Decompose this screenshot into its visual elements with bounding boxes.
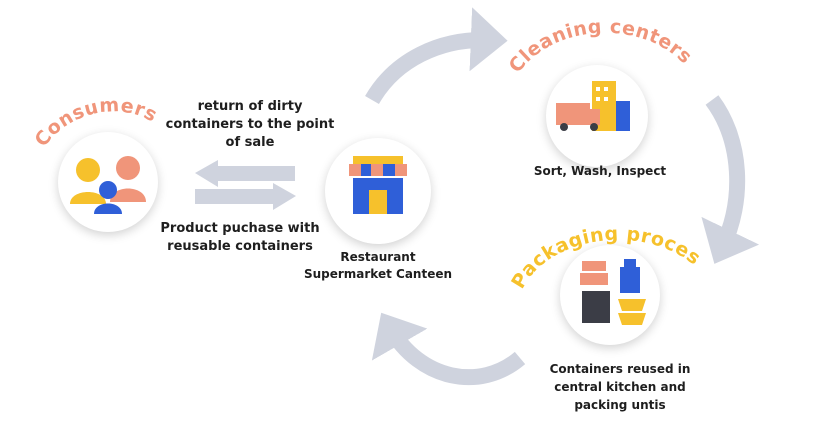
store-icon [349, 156, 407, 214]
packaging-circle [560, 245, 660, 345]
store-caption-line-2: Supermarket Canteen [303, 267, 453, 281]
return-line-2: containers to the point [165, 117, 335, 132]
consumers-title: Consumers [30, 94, 161, 151]
return-flow-label: return of dirty containers to the point … [160, 98, 340, 152]
purchase-line-2: reusable containers [167, 239, 313, 254]
purchase-flow-label: Product puchase with reusable containers [150, 220, 330, 256]
arrow-purchase-right [195, 183, 296, 210]
people-icon [70, 156, 146, 214]
packaging-caption-line-1: Containers reused in [549, 362, 691, 376]
packaging-caption: Containers reused in central kitchen and… [532, 360, 708, 414]
arrow-return-left [195, 160, 295, 187]
consumers-circle [58, 132, 158, 232]
packaging-caption-line-3: packing untis [574, 398, 666, 412]
arrow-packaging-to-store [371, 312, 526, 386]
city-truck-icon [556, 81, 630, 131]
return-line-3: of sale [225, 135, 275, 150]
cleaning-circle [546, 65, 648, 167]
store-caption-line-1: Restaurant [340, 250, 416, 264]
arrow-store-to-cleaning [365, 7, 508, 105]
purchase-line-1: Product puchase with [160, 221, 320, 236]
store-circle [325, 138, 431, 244]
cleaning-title: Cleaning centers [505, 16, 697, 77]
packaging-caption-line-2: central kitchen and [554, 380, 686, 394]
arrow-cleaning-to-packaging [701, 95, 760, 264]
containers-icon [580, 259, 646, 325]
return-line-1: return of dirty [197, 99, 303, 114]
cleaning-caption: Sort, Wash, Inspect [533, 164, 667, 178]
store-caption: Restaurant Supermarket Canteen [296, 249, 460, 283]
